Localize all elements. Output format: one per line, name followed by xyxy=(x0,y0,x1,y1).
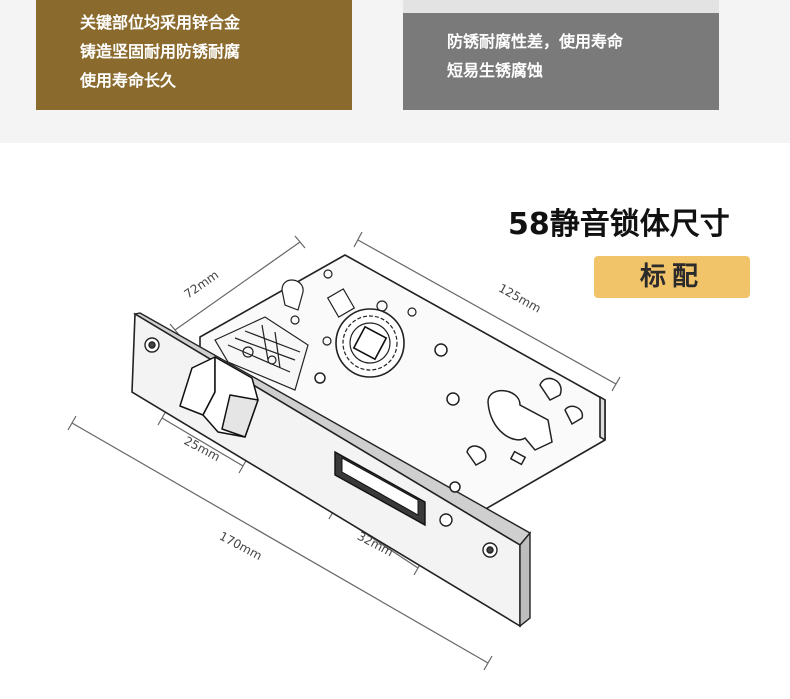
dim-label-170: 170mm xyxy=(217,529,264,563)
dim-label-125: 125mm xyxy=(496,281,543,316)
screw-icon xyxy=(439,513,453,527)
dim-line-125 xyxy=(357,239,617,385)
dim-label-72: 72mm xyxy=(182,268,222,302)
spindle-hub xyxy=(335,308,405,378)
card-line: 防锈耐腐性差，使用寿命 xyxy=(447,32,624,51)
deadbolt xyxy=(334,450,426,527)
dim-line-72 xyxy=(174,241,301,331)
card-top-strip xyxy=(403,0,719,13)
card-line: 短易生锈腐蚀 xyxy=(447,61,544,80)
card-line: 使用寿命长久 xyxy=(80,71,177,90)
zinc-alloy-feature-card: 关键部位均采用锌合金 铸造坚固耐用防锈耐腐 使用寿命长久 xyxy=(36,0,352,110)
cylinder-cutout xyxy=(314,343,584,493)
card-line: 铸造坚固耐用防锈耐腐 xyxy=(80,42,241,61)
competitor-drawback-card: 防锈耐腐性差，使用寿命 短易生锈腐蚀 xyxy=(403,13,719,110)
card-line: 关键部位均采用锌合金 xyxy=(80,13,241,32)
standard-badge: 标配 xyxy=(594,256,750,298)
page-title: 58静音锁体尺寸 xyxy=(508,207,730,242)
latch-bolt xyxy=(179,356,259,438)
dim-line-170 xyxy=(71,422,489,664)
lock-mechanism xyxy=(214,269,417,391)
dim-line-25 xyxy=(161,417,244,467)
dimension-lines xyxy=(67,231,621,671)
